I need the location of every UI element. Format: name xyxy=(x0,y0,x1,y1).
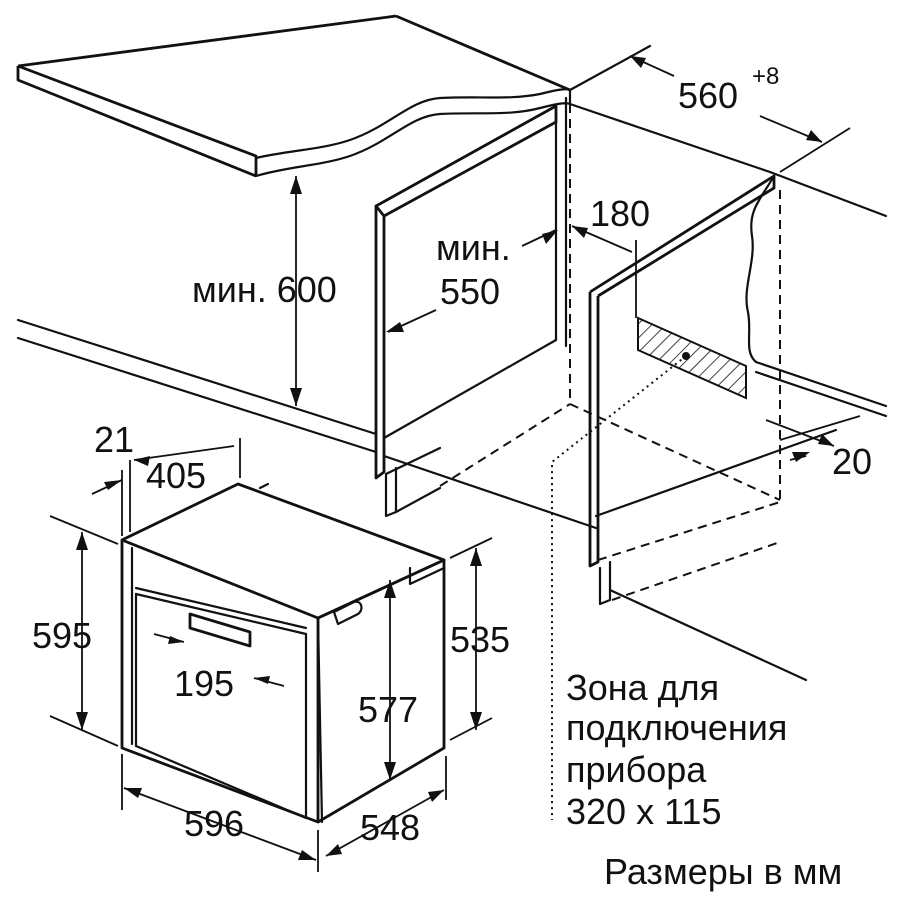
label-zone-line1: Зона для xyxy=(566,667,719,708)
label-oven-width: 596 xyxy=(184,803,244,844)
label-depth-min-value: 550 xyxy=(440,271,500,312)
label-oven-depth-body: 405 xyxy=(146,455,206,496)
cabinet-leg-left xyxy=(384,446,442,518)
back-wall xyxy=(594,360,888,518)
dim-height-min xyxy=(290,176,302,406)
dim-depth-min xyxy=(386,229,558,333)
dim-bottom-gap xyxy=(765,415,861,462)
countertop xyxy=(16,14,888,218)
dim-oven-width xyxy=(121,754,319,872)
label-zone-line2: подключения xyxy=(566,707,787,748)
oven xyxy=(120,482,446,824)
dim-oven-height xyxy=(49,515,119,747)
label-door-height: 577 xyxy=(358,689,418,730)
label-zone-line3: прибора xyxy=(566,749,707,790)
label-niche-width-tol: +8 xyxy=(752,63,779,90)
label-handle-width: 195 xyxy=(174,663,234,704)
label-depth-min-prefix: мин. xyxy=(436,227,511,268)
label-rear-gap: 180 xyxy=(590,193,650,234)
label-oven-height: 595 xyxy=(32,615,92,656)
label-body-height: 535 xyxy=(450,619,510,660)
dim-door-height xyxy=(384,580,396,780)
dim-oven-top xyxy=(91,438,241,536)
hidden-edges xyxy=(439,104,781,601)
connection-zone xyxy=(551,316,747,820)
label-oven-depth: 548 xyxy=(360,807,420,848)
floor-lines xyxy=(16,318,808,682)
label-units-note: Размеры в мм xyxy=(604,851,842,892)
label-bottom-gap: 20 xyxy=(832,441,872,482)
label-zone-line4: 320 x 115 xyxy=(566,791,721,832)
dim-body-height xyxy=(449,537,493,741)
label-panel-thickness: 21 xyxy=(94,419,134,460)
labels: 560 +8 мин. 550 180 мин. 600 20 21 405 5… xyxy=(32,63,872,892)
label-niche-width: 560 xyxy=(678,75,738,116)
label-height-min: мин. 600 xyxy=(192,269,337,310)
dim-handle-width xyxy=(153,633,285,687)
dim-rear-gap xyxy=(571,225,637,318)
dim-oven-depth xyxy=(325,756,447,857)
cabinet-right-panel xyxy=(588,174,776,568)
dim-niche-width xyxy=(629,55,851,173)
cabinet-leg-right xyxy=(598,560,612,606)
